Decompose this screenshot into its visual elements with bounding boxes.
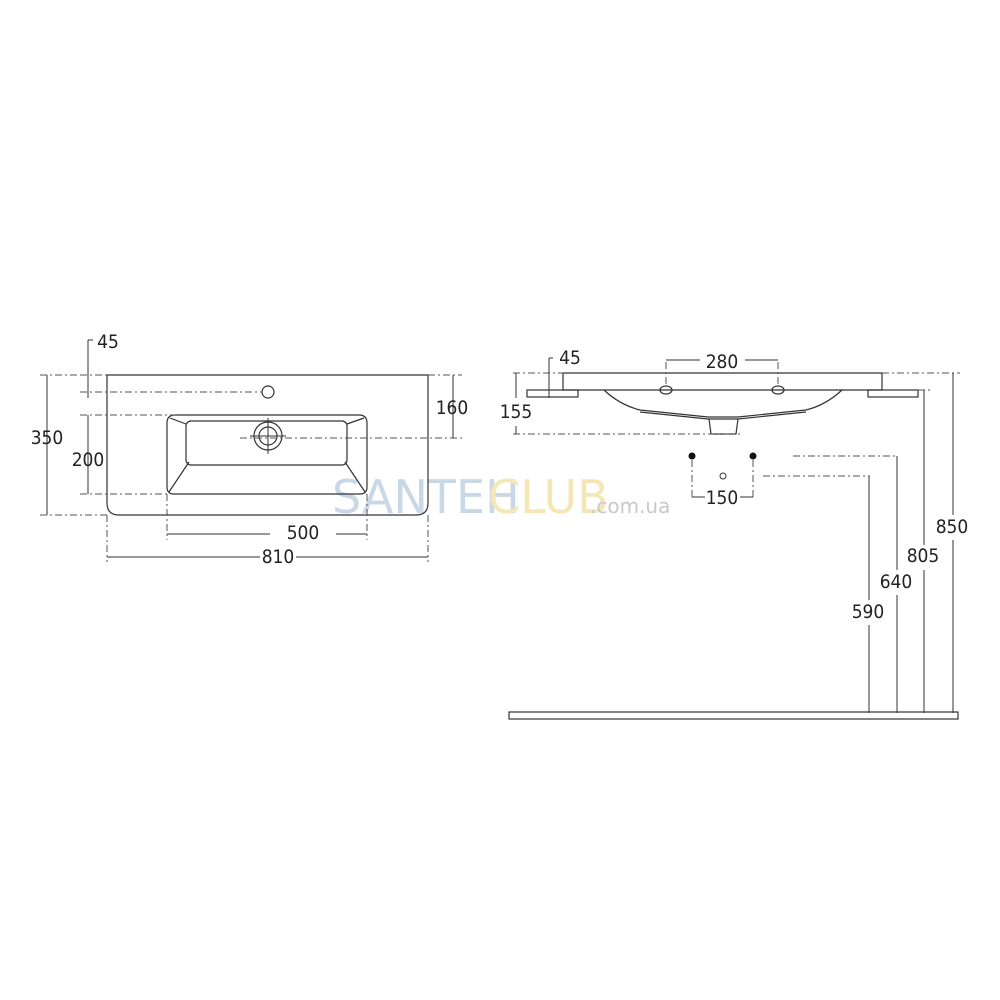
dim-supply-spacing: 150 bbox=[706, 487, 739, 509]
dimension-lines-side bbox=[515, 357, 954, 713]
tap-hole-right bbox=[771, 385, 785, 395]
extension-lines bbox=[40, 374, 462, 562]
watermark-domain: .com.ua bbox=[590, 494, 670, 518]
dim-basin-height: 155 bbox=[500, 401, 533, 423]
dim-total-depth: 350 bbox=[31, 427, 64, 449]
dim-bowl-depth: 200 bbox=[72, 449, 105, 471]
dim-590: 590 bbox=[852, 601, 885, 623]
dimension-lines bbox=[46, 339, 454, 558]
tap-hole-left bbox=[659, 385, 673, 395]
supply-point-left bbox=[688, 452, 696, 460]
dim-total-width: 810 bbox=[262, 546, 295, 568]
drain-crosshair bbox=[250, 418, 286, 454]
top-view: 45 350 200 160 500 810 bbox=[31, 331, 469, 568]
drain-point bbox=[719, 472, 727, 480]
dim-rim: 45 bbox=[559, 347, 581, 369]
watermark: SANTEH CLUB .com.ua bbox=[332, 470, 670, 524]
dim-bowl-width: 500 bbox=[287, 522, 320, 544]
floor bbox=[508, 711, 959, 720]
tap-hole bbox=[261, 385, 275, 399]
bowl-inner bbox=[185, 420, 348, 466]
supply-point-right bbox=[749, 452, 757, 460]
dim-640: 640 bbox=[880, 571, 913, 593]
counter-left bbox=[526, 389, 579, 398]
basin-outline bbox=[106, 374, 429, 516]
dim-drain-offset: 160 bbox=[436, 397, 469, 419]
dim-hole-offset: 45 bbox=[97, 331, 119, 353]
side-view: 45 280 155 150 590 640 805 850 bbox=[500, 347, 969, 720]
watermark-club: CLUB bbox=[488, 470, 609, 524]
basin-rim bbox=[562, 372, 883, 391]
dim-850: 850 bbox=[936, 516, 969, 538]
counter-right bbox=[867, 389, 919, 398]
bowl-profile bbox=[603, 389, 843, 418]
drain-outlet bbox=[708, 418, 739, 435]
bowl-edges bbox=[168, 417, 366, 493]
bowl-bottom bbox=[639, 411, 807, 420]
bowl-outer bbox=[166, 414, 368, 495]
dim-tap-spacing: 280 bbox=[706, 351, 739, 373]
dim-805: 805 bbox=[907, 545, 940, 567]
